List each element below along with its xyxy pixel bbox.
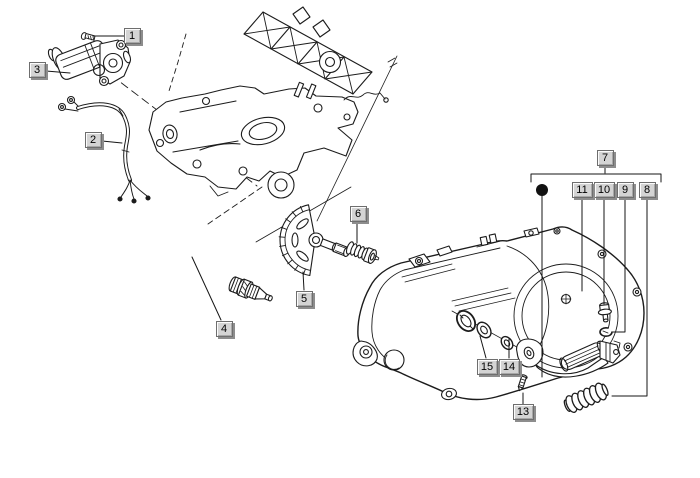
kickstart-lever-drawing	[516, 338, 621, 378]
part-label-15[interactable]: 15	[476, 359, 498, 375]
kick-shaft-hardware-drawing	[451, 310, 534, 357]
part-label-4[interactable]: 4	[215, 321, 233, 337]
starter-cable-drawing	[57, 95, 151, 204]
part-label-6[interactable]: 6	[349, 206, 367, 222]
tensioner-plug-drawing	[345, 241, 380, 264]
part-label-8[interactable]: 8	[638, 182, 656, 198]
part-label-13[interactable]: 13	[512, 404, 534, 420]
terminal-bolt-drawing	[80, 32, 96, 41]
screw-drawing	[517, 374, 528, 392]
callout-lines	[45, 35, 662, 405]
group-callout-dot	[536, 184, 548, 196]
part-label-14[interactable]: 14	[498, 359, 520, 375]
kick-bolt-drawing	[597, 302, 612, 323]
nut-drawing	[476, 321, 514, 351]
part-label-2[interactable]: 2	[84, 132, 102, 148]
washer-drawing	[455, 310, 477, 332]
part-label-5[interactable]: 5	[295, 291, 313, 307]
part-label-1[interactable]: 1	[123, 28, 141, 44]
part-label-9[interactable]: 9	[616, 182, 634, 198]
starter-pinion-drawing	[228, 276, 273, 302]
kick-spring-drawing	[563, 382, 609, 413]
engine-mount-rib-drawing	[243, 6, 373, 95]
part-label-7[interactable]: 7	[596, 150, 614, 166]
group-bracket	[530, 173, 662, 183]
clip-drawing	[599, 326, 613, 337]
crankcase-drawing	[148, 81, 389, 199]
kickstart-sector-gear-drawing	[278, 204, 351, 277]
starter-motor-drawing	[47, 39, 132, 87]
part-label-3[interactable]: 3	[28, 62, 46, 78]
part-label-11[interactable]: 11	[571, 182, 593, 198]
part-label-10[interactable]: 10	[593, 182, 615, 198]
